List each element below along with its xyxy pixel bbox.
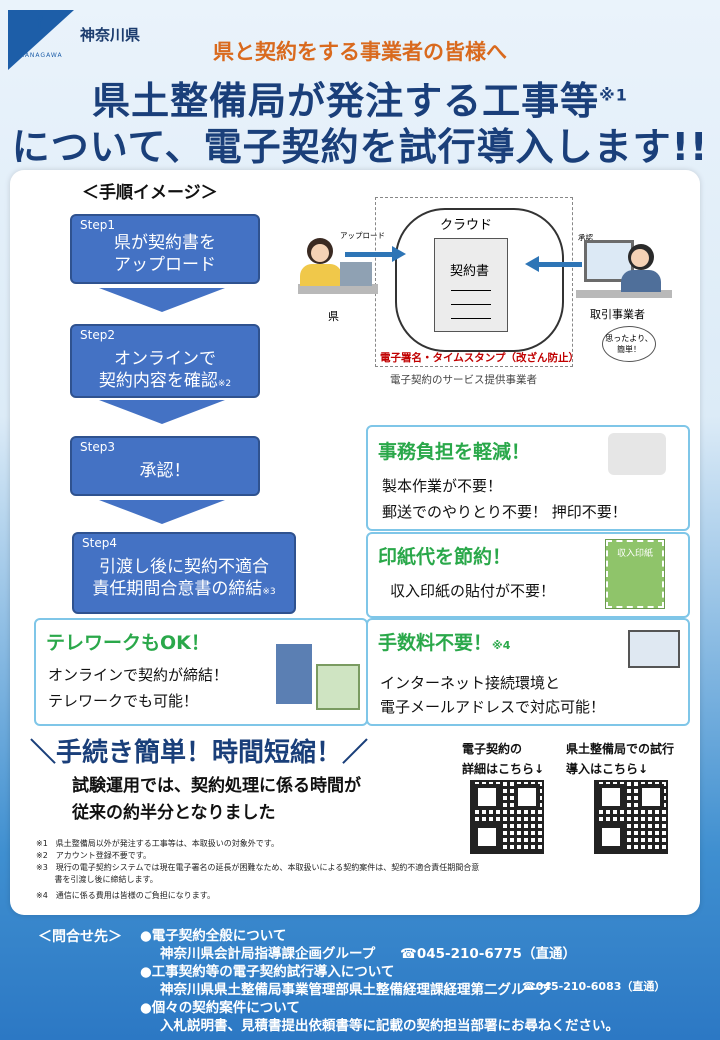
benefit-box-stamp: 印紙代を節約！ 収入印紙の貼付が不要！ 収入印紙 [366,532,690,618]
person-icon [300,264,342,286]
prefecture-label: 県 [328,310,339,323]
step2-label: Step2 [80,328,115,342]
step-arrow-icon [99,400,225,424]
qr-left-label: 電子契約の [462,742,523,756]
footnote: ※3 現行の電子契約システムでは現在電子署名の延長が困難なため、本取扱いによる契… [36,863,480,872]
benefit-note: ※4 [492,639,511,652]
contact-item: ●電子契約全般について [140,928,287,944]
step1-label: Step1 [80,218,115,232]
slogan: ＼手続き簡単！時間短縮！／ [30,738,369,768]
benefit-box-telework: テレワークもOK！ オンラインで契約が締結！ テレワークでも可能！ [34,618,368,726]
step4-label: Step4 [82,536,117,550]
stamp-icon: 収入印紙 [605,539,665,609]
step3-label: Step3 [80,440,115,454]
result-line2: 従来の約半分となりました [72,803,276,823]
approve-label: 承認 [578,233,593,242]
qr-right-label: 導入はこちら↓ [566,762,649,776]
person-face-icon [631,249,649,267]
person-face-icon [311,244,329,262]
step2-box: Step2 オンラインで契約内容を確認※2 [70,324,260,398]
benefit-text: 製本作業が不要！ [382,477,503,495]
monitor-icon [628,630,680,668]
desk-icon [576,290,672,298]
cloud-label: クラウド [440,218,493,233]
laptop-icon [340,262,372,286]
document-label: 契約書 [450,264,490,279]
benefit-text: テレワークでも可能！ [48,692,199,710]
page-title-line1: 県土整備局が発注する工事等※1 [92,79,628,123]
logo-sub-text: KANAGAWA [20,52,63,59]
benefit-box-fee: 手数料不要！※4 インターネット接続環境と 電子メールアドレスで対応可能！ [366,618,690,726]
document-icon [434,238,508,332]
upload-label: アップロード [340,231,385,240]
signature-label: 電子署名・タイムスタンプ（改ざん防止） [380,352,579,364]
document-line [451,290,491,291]
qr-right-label: 県土整備局での試行 [566,742,675,756]
desk-icon [298,284,378,294]
benefit-text: インターネット接続環境と [380,674,561,692]
benefit-heading: 事務負担を軽減！ [378,441,531,463]
approve-arrowhead-icon [525,256,539,272]
footnote: ※1 県土整備局以外が発注する工事等は、本取扱いの対象外です。 [36,839,279,848]
contact-item: ●個々の契約案件について [140,1000,300,1016]
contact-heading: ＜問合せ先＞ [38,929,122,945]
step1-box: Step1 県が契約書をアップロード [70,214,260,284]
result-line1: 試験運用では、契約処理に係る時間が [72,776,361,796]
business-label: 取引事業者 [590,308,645,321]
footnote: ※4 通信に係る費用は皆様のご負担になります。 [36,891,215,900]
document-line [451,304,491,305]
step-arrow-icon [99,500,225,524]
benefit-text: 電子メールアドレスで対応可能！ [380,698,606,716]
contact-dept: 神奈川県県土整備局事業管理部県土整備経理課経理第二グループ [160,982,551,998]
title-note: ※1 [599,85,628,105]
footnote: ※2 アカウント登録不要です。 [36,851,151,860]
benefit-heading: 手数料不要！※4 [378,632,511,654]
step3-box: Step3 承認！ [70,436,260,496]
speech-bubble: 思ったより、簡単！ [602,326,656,362]
contact-tel: ☎045-210-6083（直通） [522,980,666,993]
qr-code-icon[interactable] [594,780,668,854]
benefit-text: オンラインで契約が締結！ [48,666,229,684]
qr-code-icon[interactable] [470,780,544,854]
benefit-box-workload: 事務負担を軽減！ 製本作業が不要！ 郵送でのやりとり不要！ 押印不要！ [366,425,690,531]
approve-arrow-icon [537,262,582,267]
benefit-text: 収入印紙の貼付が不要！ [390,582,556,600]
benefit-text: 郵送でのやりとり不要！ 押印不要！ [382,503,627,521]
contact-dept: 神奈川県会計局指導課企画グループ [160,946,376,962]
provider-frame [375,197,573,367]
benefit-heading: 印紙代を節約！ [378,546,512,568]
logo-mark-icon: ⟟ [36,10,44,34]
contact-item: ●工事契約等の電子契約試行導入について [140,964,395,980]
benefit-heading: テレワークもOK！ [46,632,210,654]
building-icon [276,644,312,704]
footnote: 書を引渡し後に締結します。 [36,875,158,884]
upload-arrow-icon [345,252,395,257]
upload-arrowhead-icon [392,246,406,262]
step4-box: Step4 引渡し後に契約不適合責任期間合意書の締結※3 [72,532,296,614]
provider-label: 電子契約のサービス提供事業者 [390,374,537,386]
person-icon [621,270,661,292]
procedure-heading: ＜手順イメージ＞ [82,183,218,203]
document-line [451,318,491,319]
qr-left-label: 詳細はこちら↓ [462,762,545,776]
org-name: 神奈川県 [80,26,141,44]
step-arrow-icon [99,288,225,312]
contact-text: 入札説明書、見積書提出依頼書等に記載の契約担当部署にお尋ねください。 [160,1018,619,1034]
contact-tel: ☎045-210-6775（直通） [400,946,576,962]
page-subtitle: 県と契約をする事業者の皆様へ [213,40,507,64]
home-icon [316,664,360,710]
office-worker-icon [608,433,666,475]
page-title-line2: について、電子契約を試行導入します!! [11,125,709,169]
